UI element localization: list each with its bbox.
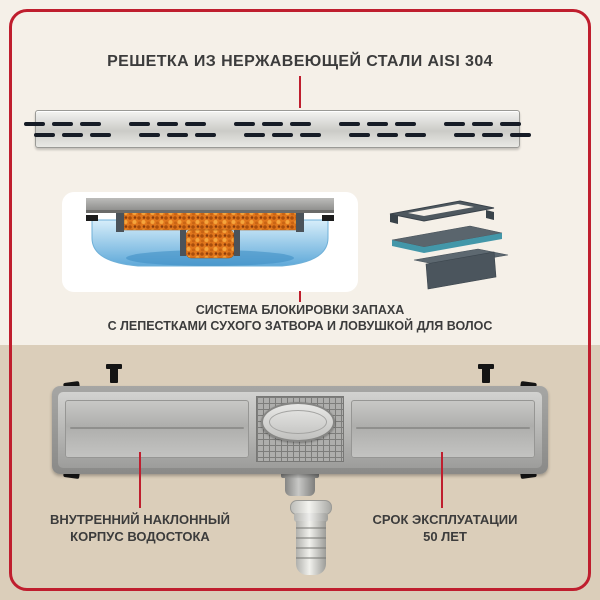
pipe-body [296,521,326,575]
odor-trap-cutaway-illustration [86,198,334,267]
trap-parts-exploded-illustration [389,200,509,290]
pointer-line-lifetime [441,452,443,508]
cutaway-card [62,192,358,292]
access-cover-oval [261,402,335,442]
inner-body-label-line1: ВНУТРЕННИЙ НАКЛОННЫЙ [49,512,230,527]
channel-floor-left [65,400,249,458]
pointer-line-odor-system [299,291,301,302]
grate-slot-group [444,121,531,137]
pointer-line-inner-body [139,452,141,508]
pipe-connector-illustration [287,500,335,584]
mounting-clip-icon [106,364,122,383]
grate-slot-group [234,121,321,137]
lifetime-label-line1: СРОК ЭКСПЛУАТАЦИИ [372,512,518,527]
channel-body [52,386,548,474]
grate-slot-group [339,121,426,137]
mounting-clip-icon [478,364,494,383]
inner-body-label: ВНУТРЕННИЙ НАКЛОННЫЙ КОРПУС ВОДОСТОКА [40,512,240,545]
lifetime-label: СРОК ЭКСПЛУАТАЦИИ 50 ЛЕТ [345,512,545,545]
odor-system-label: СИСТЕМА БЛОКИРОВКИ ЗАПАХА С ЛЕПЕСТКАМИ С… [30,302,570,334]
channel-floor-right [351,400,535,458]
page-title: РЕШЕТКА ИЗ НЕРЖАВЕЮЩЕЙ СТАЛИ AISI 304 [107,53,493,70]
drain-channel-illustration [52,362,548,502]
pipe-neck [294,513,328,522]
odor-system-label-line1: СИСТЕМА БЛОКИРОВКИ ЗАПАХА [195,303,405,317]
inner-body-label-line2: КОРПУС ВОДОСТОКА [70,528,210,544]
grate-slot-group [129,121,216,137]
pointer-line-grate [299,76,301,108]
odor-system-label-line2: С ЛЕПЕСТКАМИ СУХОГО ЗАТВОРА И ЛОВУШКОЙ Д… [107,319,493,333]
lifetime-label-line2: 50 ЛЕТ [423,528,467,544]
grate-slot-group [24,121,111,137]
grate-illustration [24,110,531,148]
